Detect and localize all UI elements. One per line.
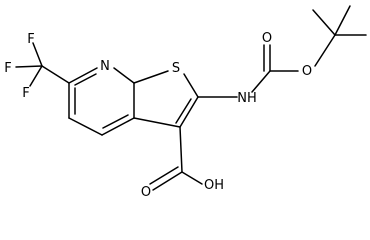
bonds	[15, 5, 367, 191]
bond-cf3-ring	[41, 65, 70, 84]
atom-oh: OH	[204, 178, 224, 193]
bond-nh-c	[251, 70, 271, 93]
atom-labels: F F F N S NH O O O OH	[4, 31, 312, 200]
atom-o-ether: O	[302, 64, 312, 79]
molecule-drawing: F F F N S NH O O O OH	[4, 5, 367, 200]
bond-o-ctbu	[314, 34, 336, 67]
atom-o-acid-double: O	[141, 185, 151, 200]
bond-c3a-c4-inner	[102, 114, 129, 129]
bond-c6-n7-inner	[74, 73, 97, 86]
bond-tbu-me1	[334, 5, 351, 36]
bond-c-f-bottom	[29, 65, 43, 87]
bond-acid-c-oh	[181, 171, 203, 185]
bond-s-c2	[183, 73, 199, 98]
structure-canvas: F F F N S NH O O O OH	[4, 5, 367, 200]
atom-f-left: F	[4, 61, 11, 76]
bond-c4-c5	[68, 117, 103, 136]
bond-c2-c3	[179, 96, 199, 128]
bond-tbu-me3	[312, 9, 336, 36]
bond-c3a-c4	[101, 117, 135, 136]
atom-nh: NH	[237, 91, 257, 106]
bond-c2-c3-inner	[175, 98, 192, 124]
bond-n7-c7a	[113, 67, 135, 84]
bond-c3-cooh	[179, 126, 183, 173]
bond-c-f-left	[15, 65, 43, 68]
bond-c3-c3a	[133, 117, 181, 128]
bond-c6-n7	[68, 67, 98, 84]
bond-acid-c-o-double-a	[152, 171, 183, 191]
atom-f-bottom: F	[22, 86, 29, 101]
bond-c7a-s	[133, 70, 169, 84]
atom-f-top: F	[27, 32, 34, 47]
atom-n-ring: N	[100, 59, 110, 74]
atom-o-carbonyl: O	[262, 31, 272, 46]
bond-acid-c-o-double-b	[149, 166, 179, 185]
bond-c-f-top	[32, 42, 43, 67]
atom-s-ring: S	[172, 61, 180, 76]
